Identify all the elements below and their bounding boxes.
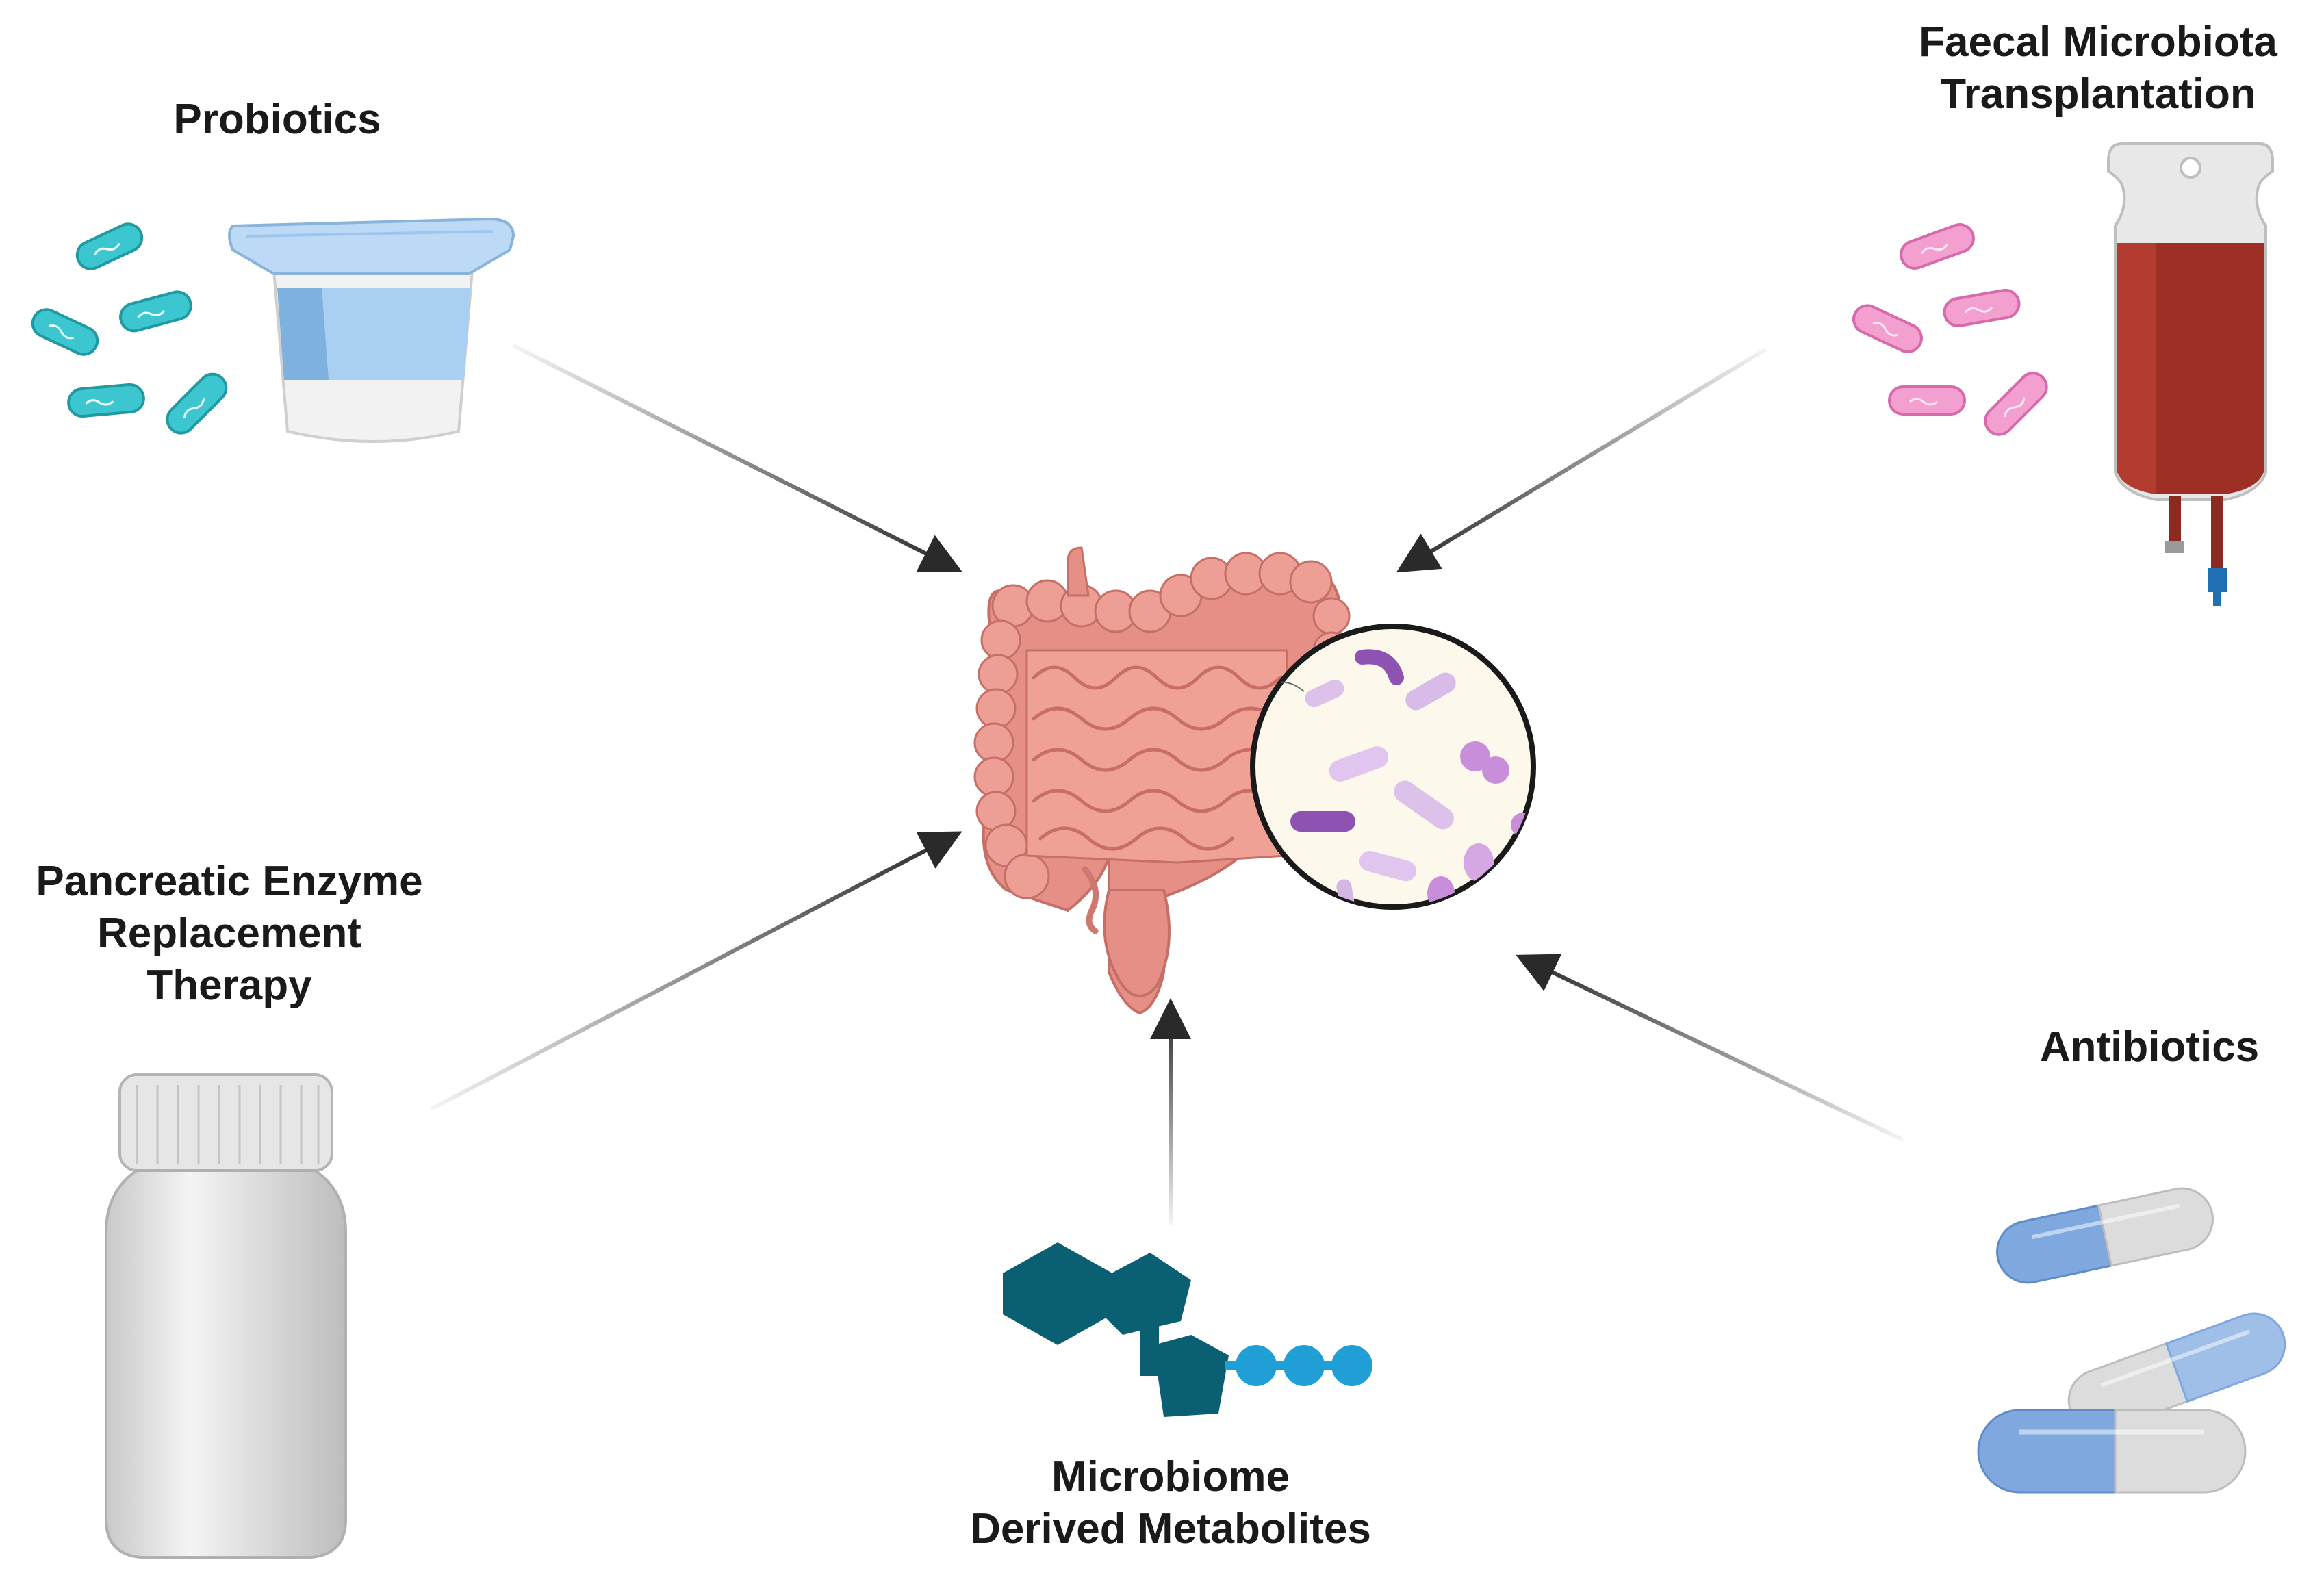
probiotic-bacteria-icon: [31, 222, 228, 435]
label-pert-line3: Therapy: [146, 962, 312, 1009]
molecule-icon: [1003, 1242, 1372, 1417]
arrow-probiotics-to-gut: [512, 344, 962, 572]
label-antibiotics: Antibiotics: [2026, 1021, 2273, 1073]
arrow-pert-to-gut: [430, 831, 962, 1111]
yogurt-cup-icon: [228, 217, 515, 443]
label-pert-line1: Pancreatic Enzyme: [36, 858, 423, 905]
label-fmt: Faecal Microbiota Transplantation: [1886, 16, 2310, 120]
arrow-antibiotics-to-gut: [1516, 954, 1904, 1142]
label-fmt-line1: Faecal Microbiota: [1919, 18, 2277, 66]
label-metabolites-line1: Microbiome: [1051, 1453, 1290, 1500]
fmt-bacteria-icon: [1852, 223, 2048, 436]
label-metabolites: Microbiome Derived Metabolites: [938, 1451, 1403, 1555]
label-pert-line2: Replacement: [97, 910, 361, 957]
iv-bag-icon: [2107, 142, 2274, 606]
label-antibiotics-text: Antibiotics: [2039, 1023, 2260, 1071]
label-fmt-line2: Transplantation: [1940, 71, 2256, 118]
label-probiotics: Probiotics: [168, 94, 387, 146]
arrow-fmt-to-gut: [1396, 347, 1767, 573]
label-metabolites-line2: Derived Metabolites: [970, 1505, 1371, 1553]
microbiome-magnifier-icon: [1250, 624, 1536, 910]
capsules-icon: [1977, 1187, 2286, 1494]
label-probiotics-text: Probiotics: [173, 96, 381, 143]
label-pert: Pancreatic Enzyme Replacement Therapy: [14, 856, 445, 1012]
intestine-icon: [973, 546, 1351, 1015]
pill-bottle-icon: [105, 1073, 347, 1559]
